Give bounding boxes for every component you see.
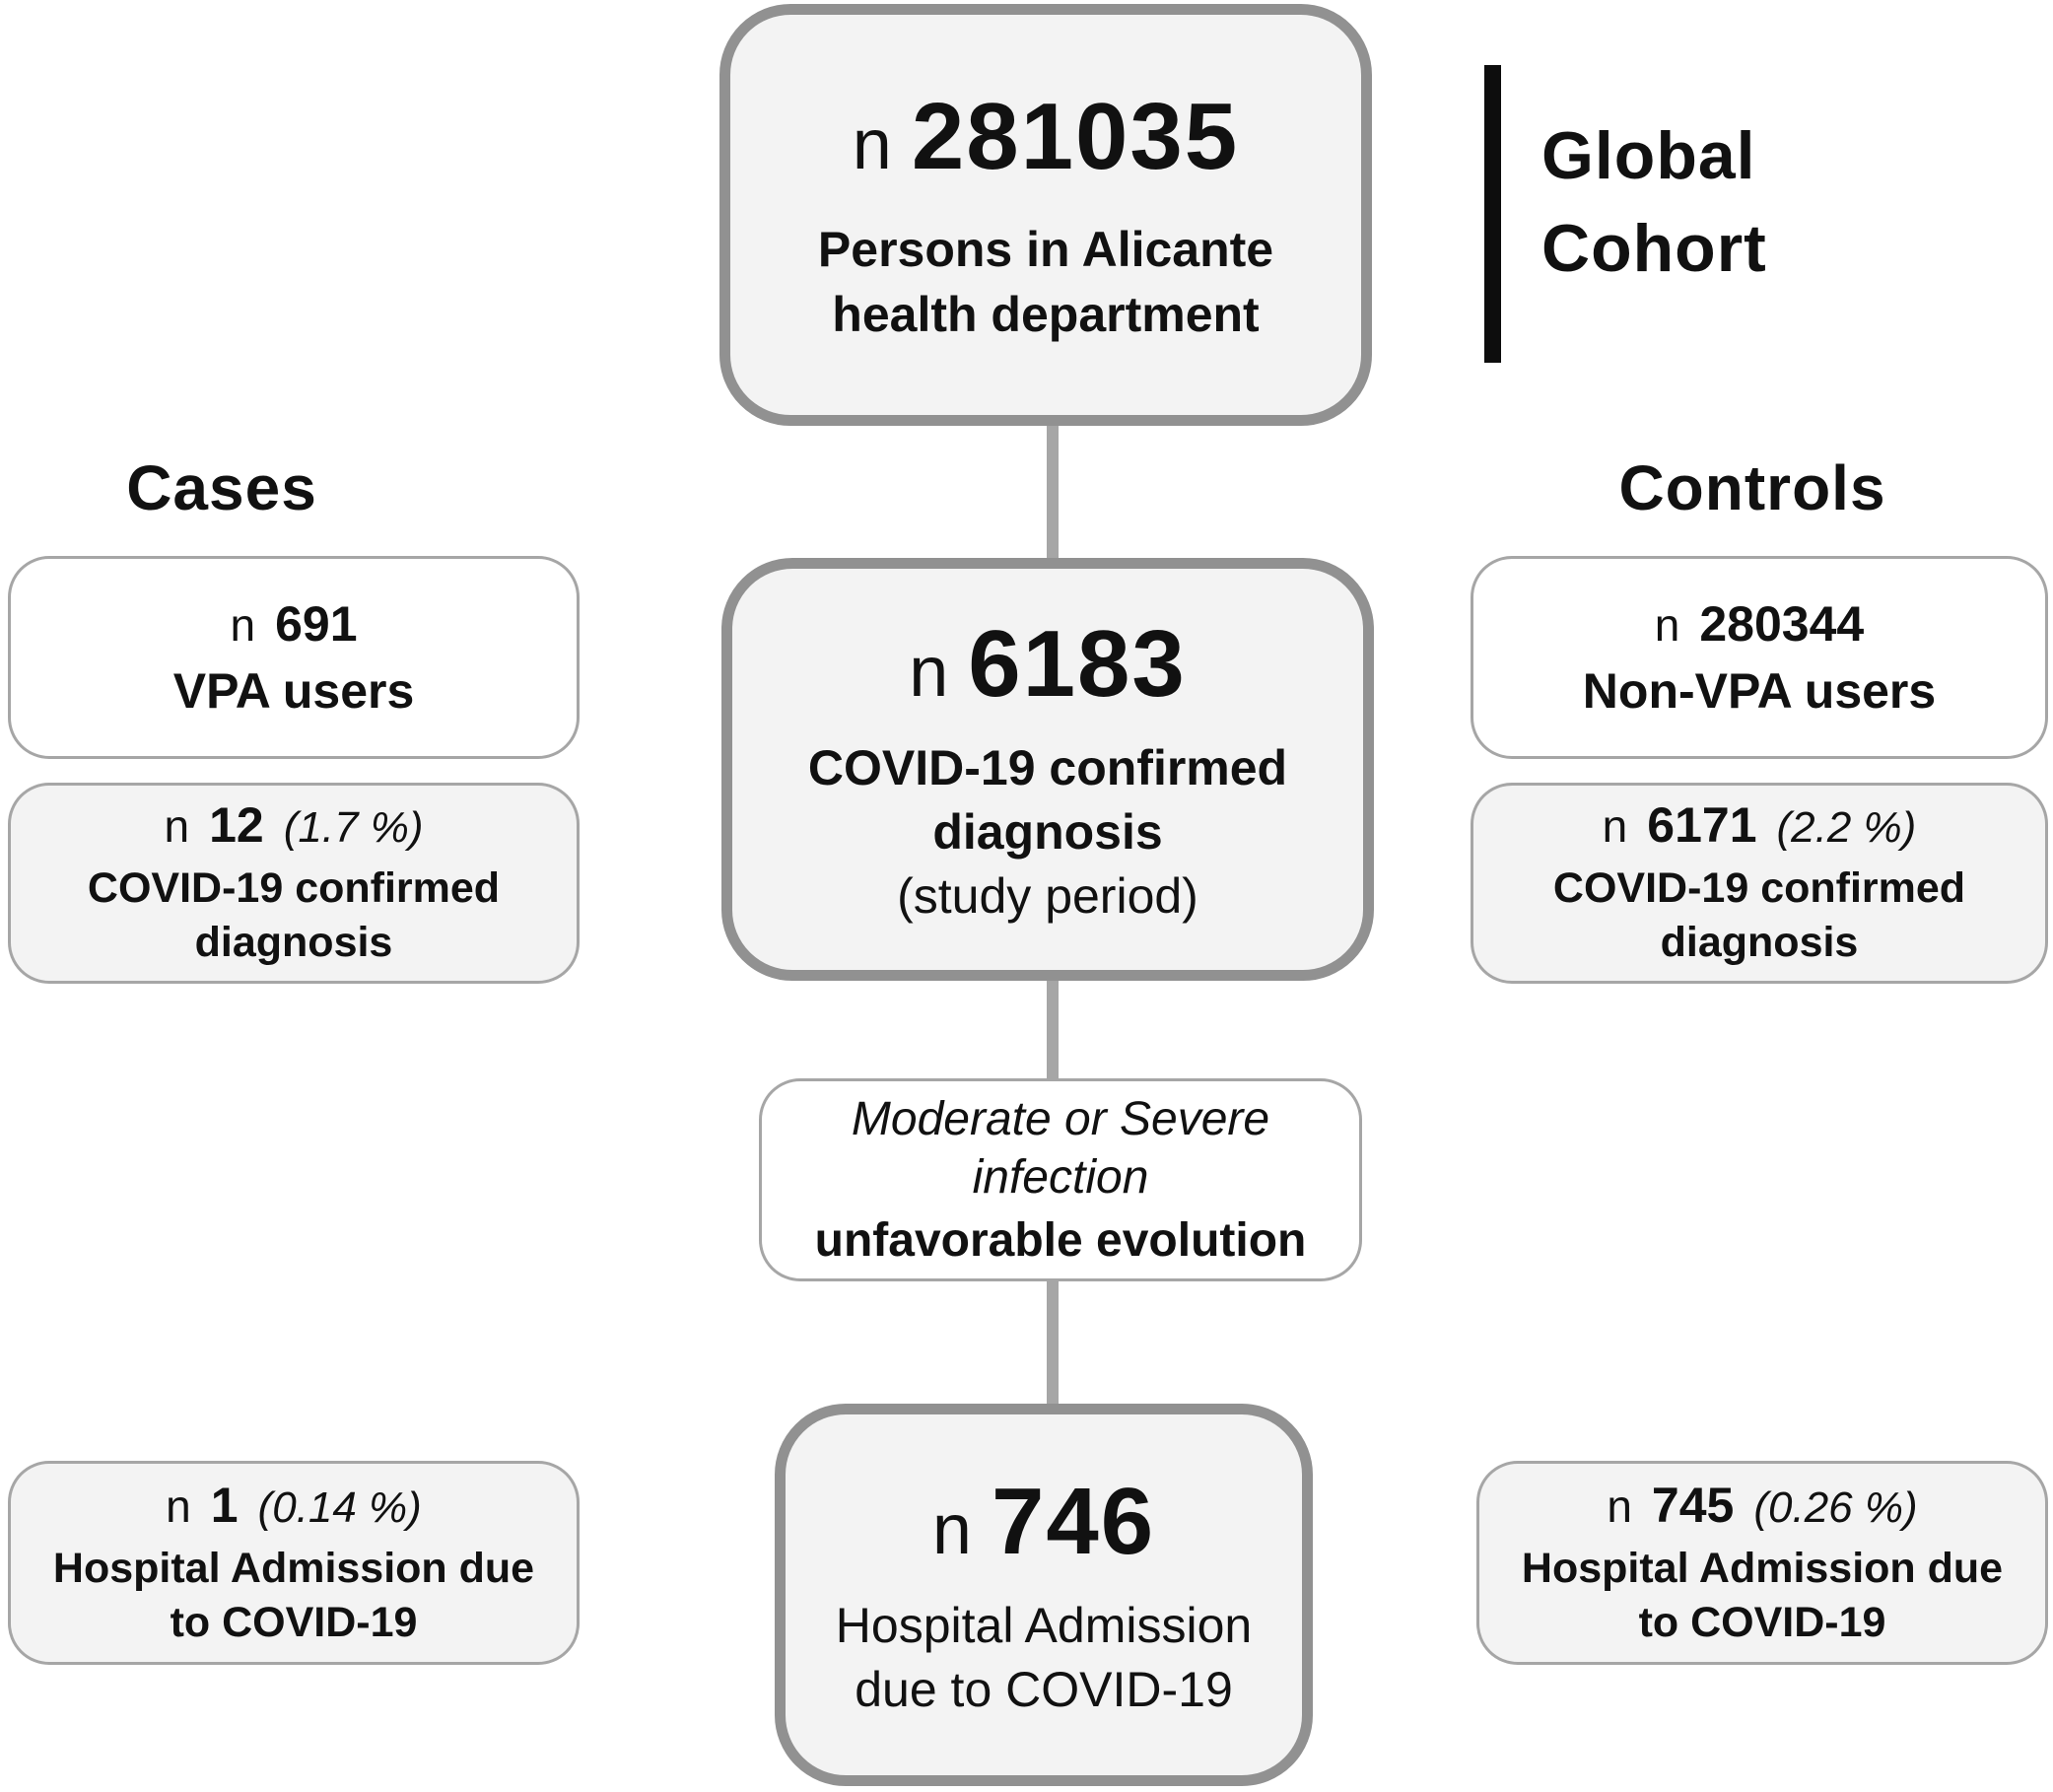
cases-users-count: n 691 <box>230 595 357 653</box>
cases-heading: Cases <box>126 452 317 523</box>
n-value: 12 <box>209 797 264 854</box>
n-prefix: n <box>909 633 949 712</box>
n-value: 1 <box>210 1477 239 1533</box>
n-value: 6183 <box>968 611 1187 717</box>
controls-admission-box: n 745 (0.26 %) Hospital Admission due to… <box>1476 1461 2048 1665</box>
moderate-severe-box: Moderate or Severe infection unfavorable… <box>759 1078 1362 1281</box>
top-box-label: Persons in Alicante health department <box>817 222 1274 342</box>
controls-covid-count: n 6171 (2.2 %) <box>1603 796 1917 854</box>
controls-users-count: n 280344 <box>1655 595 1864 653</box>
percent-value: (0.26 %) <box>1753 1482 1918 1532</box>
n-value: 746 <box>991 1469 1156 1574</box>
controls-admission-label: Hospital Admission due to COVID-19 <box>1521 1544 2004 1646</box>
top-box-count: n 281035 <box>853 83 1239 191</box>
n-prefix: n <box>1602 800 1628 853</box>
cases-vpa-users-box: n 691 VPA users <box>8 556 580 759</box>
connector-middle <box>1047 978 1059 1082</box>
global-cohort-box: n 281035 Persons in Alicante health depa… <box>719 4 1372 426</box>
n-value: 6171 <box>1647 797 1757 854</box>
controls-nonvpa-users-box: n 280344 Non-VPA users <box>1471 556 2048 759</box>
n-prefix: n <box>166 1480 191 1532</box>
percent-value: (0.14 %) <box>257 1482 422 1532</box>
covid-box-sublabel: (study period) <box>897 868 1198 924</box>
connector-bottom <box>1047 1278 1059 1407</box>
admission-box-count: n 746 <box>932 1468 1155 1576</box>
n-value: 745 <box>1651 1477 1735 1533</box>
cases-covid-count: n 12 (1.7 %) <box>164 796 423 854</box>
moderate-box-italic-line: Moderate or Severe infection <box>851 1092 1270 1205</box>
n-prefix: n <box>164 800 190 853</box>
moderate-box-bold-line: unfavorable evolution <box>814 1213 1307 1267</box>
cases-admission-count: n 1 (0.14 %) <box>166 1477 422 1534</box>
cases-admission-label: Hospital Admission due to COVID-19 <box>52 1544 535 1646</box>
controls-admission-count: n 745 (0.26 %) <box>1607 1477 1917 1534</box>
hospital-admission-box: n 746 Hospital Admission due to COVID-19 <box>775 1404 1313 1786</box>
percent-value: (1.7 %) <box>283 803 424 853</box>
global-cohort-bar <box>1484 65 1501 363</box>
cases-admission-box: n 1 (0.14 %) Hospital Admission due to C… <box>8 1461 580 1665</box>
n-value: 280344 <box>1699 596 1865 652</box>
cases-users-label: VPA users <box>172 663 415 719</box>
controls-covid-label: COVID-19 confirmed diagnosis <box>1552 864 1966 966</box>
controls-covid-box: n 6171 (2.2 %) COVID-19 confirmed diagno… <box>1471 783 2048 984</box>
controls-heading: Controls <box>1618 452 1886 523</box>
connector-top <box>1047 422 1059 562</box>
n-prefix: n <box>1654 599 1680 651</box>
covid-diagnosis-box: n 6183 COVID-19 confirmed diagnosis (stu… <box>721 558 1374 981</box>
global-cohort-label: Global Cohort <box>1541 118 1767 286</box>
controls-users-label: Non-VPA users <box>1582 663 1937 719</box>
cases-covid-label: COVID-19 confirmed diagnosis <box>87 864 501 966</box>
n-prefix: n <box>852 105 892 184</box>
percent-value: (2.2 %) <box>1776 803 1917 853</box>
n-prefix: n <box>1607 1480 1632 1532</box>
n-prefix: n <box>230 599 256 651</box>
n-value: 691 <box>275 596 358 652</box>
cases-covid-box: n 12 (1.7 %) COVID-19 confirmed diagnosi… <box>8 783 580 984</box>
admission-box-label: Hospital Admission due to COVID-19 <box>835 1598 1253 1717</box>
n-prefix: n <box>931 1490 972 1569</box>
n-value: 281035 <box>911 84 1240 189</box>
covid-box-count: n 6183 <box>909 610 1187 719</box>
covid-box-label: COVID-19 confirmed diagnosis <box>807 740 1288 860</box>
